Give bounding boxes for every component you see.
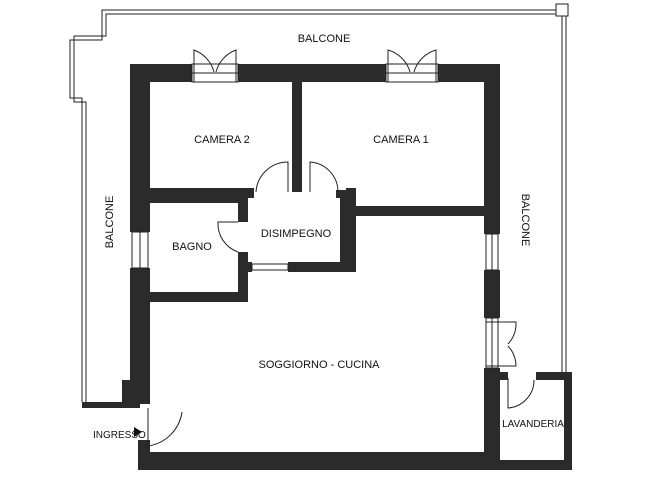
room-label-balcone-left: BALCONE <box>104 196 116 249</box>
windows <box>131 63 499 369</box>
entrance-arrow-icon <box>134 427 142 437</box>
room-label-balcone-right: BALCONE <box>519 194 531 247</box>
room-label-lavanderia: LAVANDERIA <box>502 419 564 430</box>
balcony-outline <box>69 3 569 402</box>
door-swings <box>147 49 535 447</box>
walls <box>82 64 572 470</box>
room-label-balcone-top: BALCONE <box>298 33 351 45</box>
room-label-soggiorno-cucina: SOGGIORNO - CUCINA <box>258 359 380 371</box>
room-label-bagno: BAGNO <box>172 241 212 253</box>
room-label-ingresso: INGRESSO <box>93 430 146 441</box>
room-label-camera-1: CAMERA 1 <box>373 134 429 146</box>
room-label-disimpegno: DISIMPEGNO <box>261 228 332 240</box>
room-label-camera-2: CAMERA 2 <box>194 134 250 146</box>
